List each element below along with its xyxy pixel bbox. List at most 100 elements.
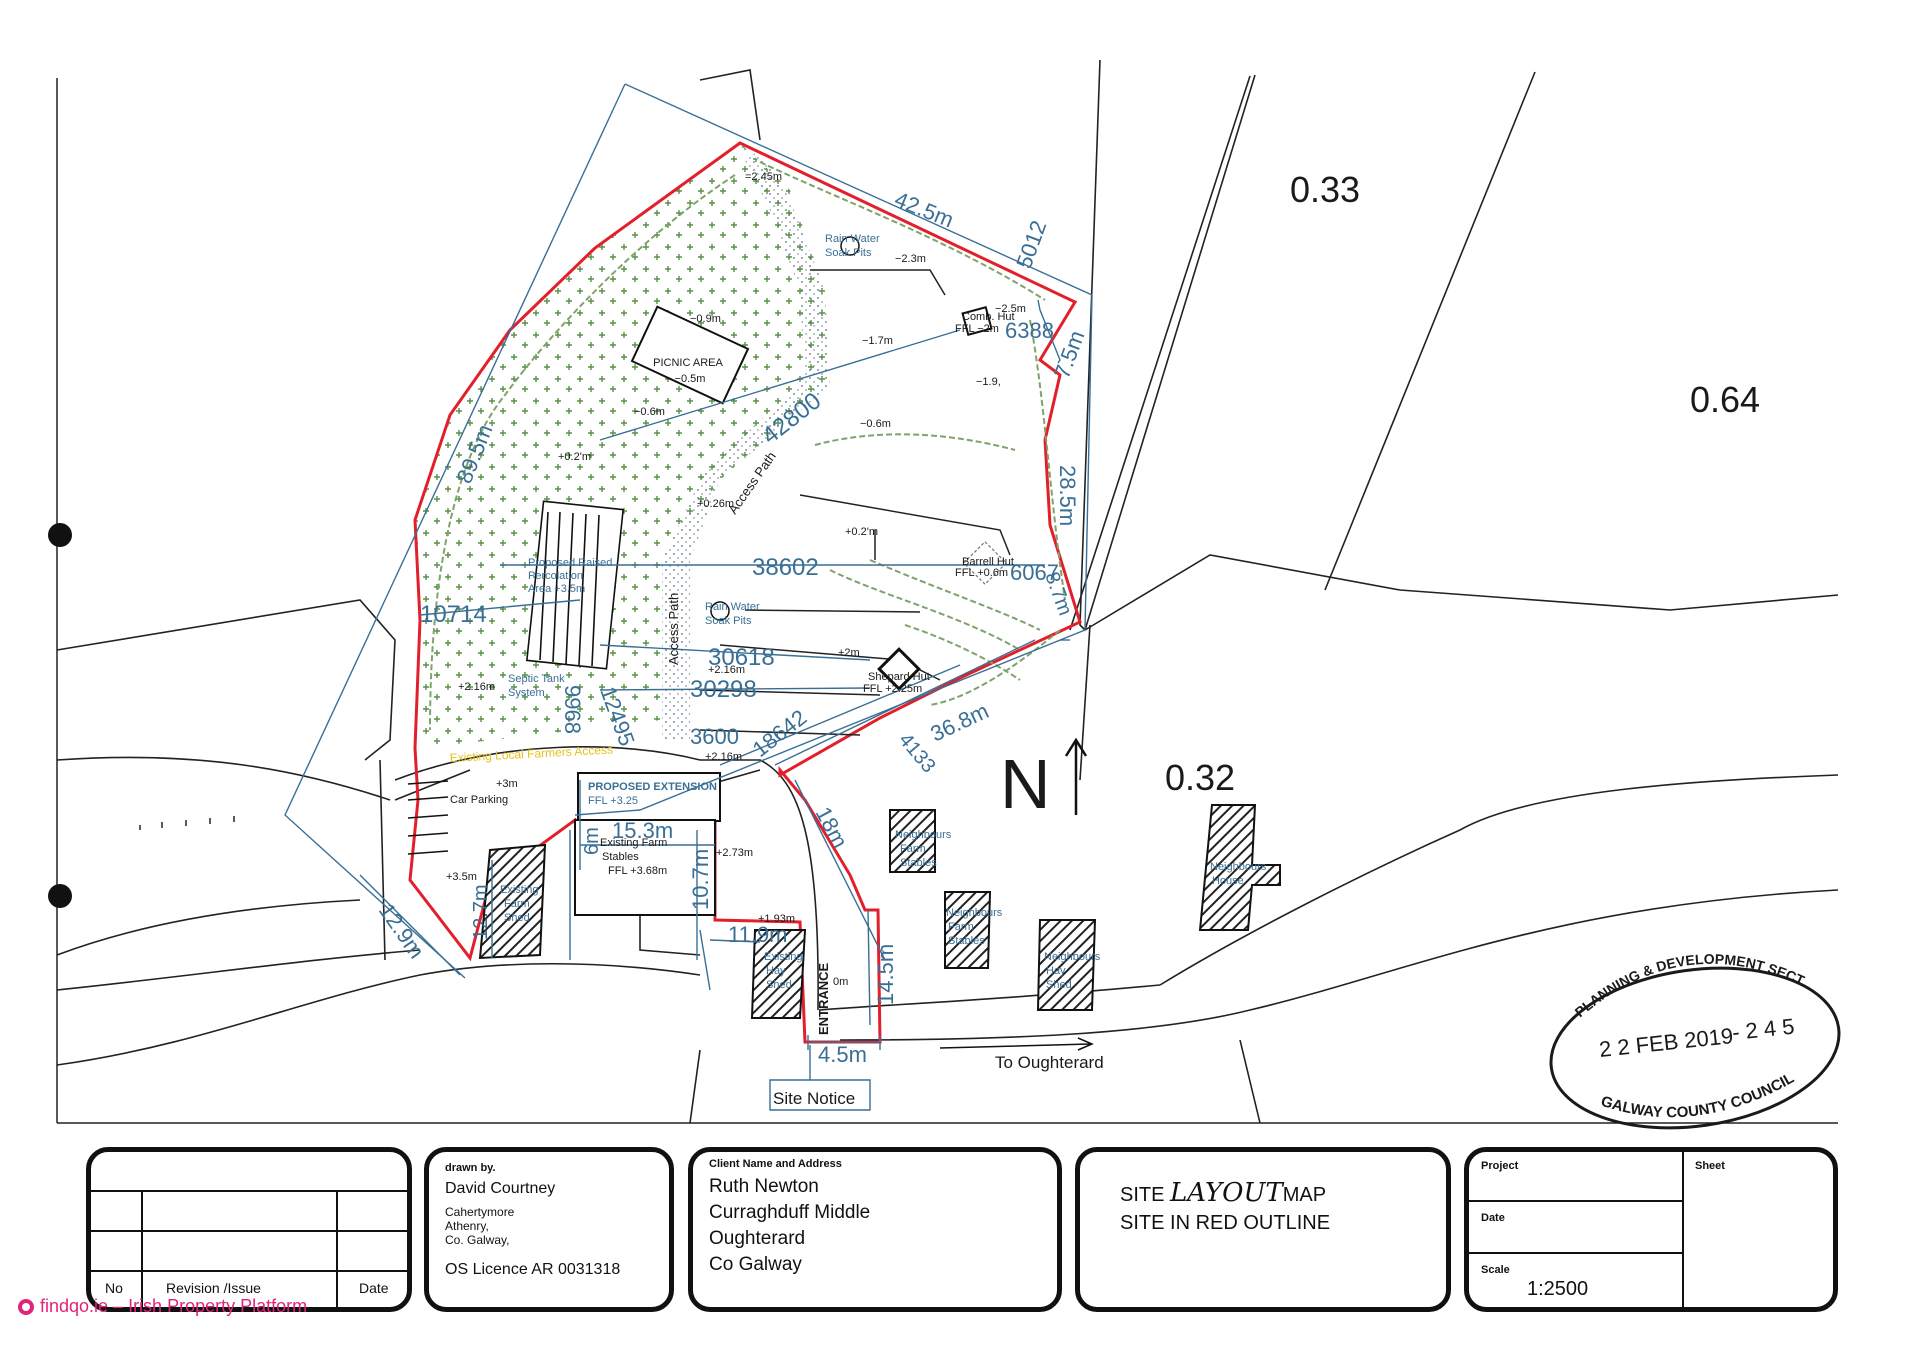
dimension-label: 38602 [752,554,819,581]
level: +2.16m [458,681,495,693]
drawn-by-address-3: Co. Galway, [445,1233,510,1247]
client-line-3: Oughterard [709,1228,806,1249]
rain-water-label: Rain Water [705,601,760,613]
neighbours-house-label: House [1212,875,1244,887]
client-caption: Client Name and Address [709,1158,842,1170]
soak-pits-label: Soak Pits [705,615,752,627]
map-frame [56,78,1838,1124]
hay-shed-label-1: Existing [764,951,803,963]
dimension-label: 11.9m [728,922,788,947]
dimension-label: 36.8m [927,698,993,747]
drawn-by-name: David Courtney [445,1180,556,1197]
stamp-time: - 2 4 5 [1731,1014,1796,1045]
existing-farm-stables [574,819,716,916]
revision-issue-header: Revision /Issue [166,1280,261,1296]
binder-hole [48,523,72,547]
field-number: 0.32 [1165,757,1235,798]
neighbours-stables-b-label: Neighbours [946,907,1003,919]
percolation-label-1: Proposed Raised [528,557,612,569]
north-label: N [1000,745,1051,823]
existing-farm-shed [478,843,547,960]
hay-shed-label-2: Hay [766,965,786,977]
barrel-hut-label: Barrell Hut [962,556,1014,568]
septic-label-1: Septic Tank [508,673,565,685]
neighbours-hay-label: Neighbours [1044,951,1101,963]
proposed-extension-label: PROPOSED EXTENSION [588,781,717,793]
neighbours-stables-b [944,891,992,969]
farm-stables-label-2: Stables [602,851,639,863]
level: −1.9, [976,376,1001,388]
comb-hut-ffl: FFL −2m [955,323,999,335]
north-arrow-icon [1064,737,1088,815]
soak-pit [840,236,860,256]
soak-pits-label: Soak Pits [825,247,872,259]
neighbours-house [1198,804,1281,931]
neighbours-stables-b-label: Stables [948,935,985,947]
dimension-label: 6388 [1005,318,1054,343]
revision-no-header: No [105,1280,123,1296]
dimension-label: 14.5m [873,944,898,1005]
dimension-lines [284,83,1093,1111]
client-line-1: Ruth Newton [709,1176,819,1197]
dimension-label: 4.5m [818,1042,867,1067]
car-parking-label: Car Parking [450,794,508,806]
farm-stables-label-3: FFL +3.68m [608,865,667,877]
dimension-label: 3600 [690,724,739,749]
client-box: Client Name and Address Ruth Newton Curr… [688,1147,1062,1312]
neighbours-stables-b-label: Farm [948,921,974,933]
title-line-2: SITE IN RED OUTLINE [1120,1212,1331,1234]
revision-box: No Revision /Issue Date [86,1147,412,1312]
dimension-label: 5012 [1011,217,1051,272]
dimension-label: 6067 [1010,560,1059,585]
existing-hay-shed [750,929,807,1019]
to-oughterard-label: To Oughterard [995,1053,1104,1072]
dimension-label: 18m [811,803,853,853]
picnic-area-label: PICNIC AREA [653,357,723,369]
title-suffix: MAP [1282,1184,1327,1206]
shepard-hut-label: Shepard Hut [868,671,930,683]
field-boundaries [56,59,1839,1124]
level: =2.45m [745,171,782,183]
hedgerows [429,161,1066,731]
level: +1.93m [758,913,795,925]
neighbours-hay-shed [1036,919,1097,1011]
level: +2.16m [708,664,745,676]
picnic-level: −0.5m [675,373,706,385]
road-markers [139,816,235,830]
neighbours-stables-a-label: Farm [900,843,926,855]
scale-value: 1:2500 [1527,1278,1589,1300]
svg-text:GALWAY COUNTY COUNCIL: GALWAY COUNTY COUNCIL [1599,1070,1797,1122]
picnic-area [630,305,750,405]
level: +3m [496,778,518,790]
access-path-label: Access Path [666,593,681,665]
septic-label-2: System [508,687,545,699]
project-box: Project Sheet Date Scale 1:2500 [1464,1147,1838,1312]
title-prefix: SITE [1120,1184,1165,1206]
hay-shed-label-3: Shed [766,979,792,991]
watermark[interactable]: findqo.ie – Irish Property Platform [18,1296,307,1317]
barrel-hut-ffl: FFL +0.6m [955,567,1008,579]
soak-pit [710,601,730,621]
sheet-caption: Sheet [1695,1160,1725,1172]
entrance-label: ENTRANCE [816,962,831,1035]
neighbours-stables-a-label: Neighbours [895,829,952,841]
dimension-label: 10.7m [688,849,713,910]
existing-access-track-label: Existing Local Farmers Access [449,742,613,765]
date-caption: Date [1481,1212,1505,1224]
level: −0.9m [690,313,721,325]
scale-caption: Scale [1481,1264,1510,1276]
farm-stables-label-1: Existing Farm [600,837,667,849]
drawing-title-box: SITE LAYOUTMAP SITE IN RED OUTLINE [1075,1147,1451,1312]
dimension-label: 12.7m [470,884,492,940]
level: −1.7m [862,335,893,347]
dimension-label: 30298 [690,676,757,703]
neighbours-hay-label: Shed [1046,979,1072,991]
site-notice-label: Site Notice [773,1089,855,1108]
proposed-extension-ffl: FFL +3.25 [588,795,638,807]
level: 0m [833,976,848,988]
level: +0.2'm [558,451,591,463]
globe-icon [18,1298,34,1315]
neighbours-house-label: Neighbours [1210,861,1267,873]
level: +2m [838,647,860,659]
